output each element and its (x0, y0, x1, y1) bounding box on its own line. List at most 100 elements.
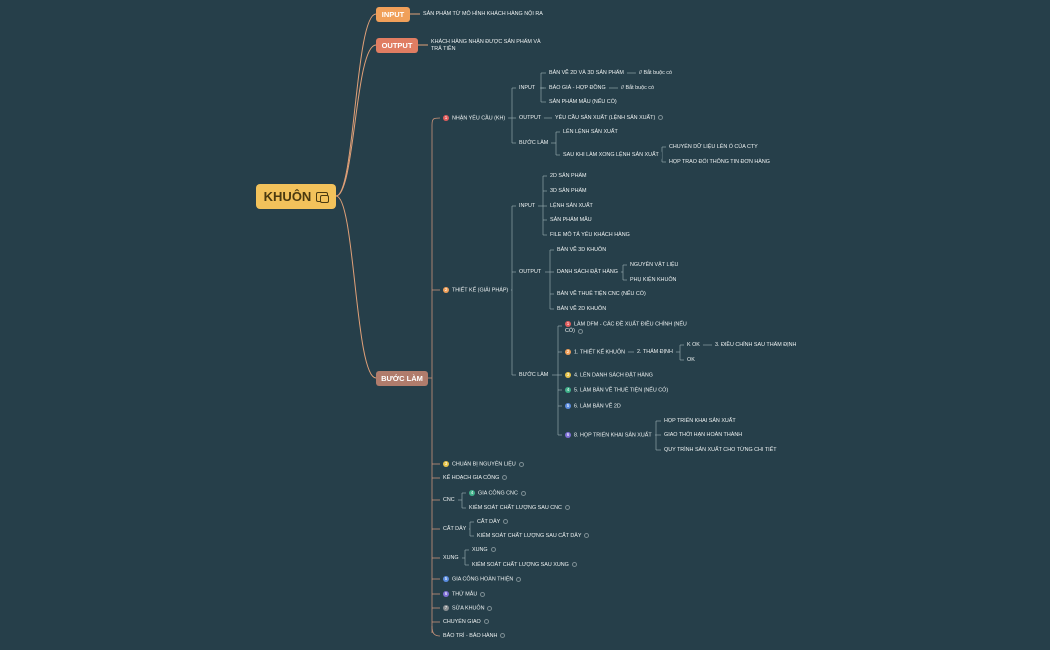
s2-out2a[interactable]: NGUYÊN VẬT LIỆU (627, 261, 682, 270)
collapse-toggle-icon[interactable] (503, 519, 509, 525)
main-input-node[interactable]: INPUT (376, 7, 410, 22)
step-number-badge: 1 (565, 321, 571, 327)
s2-b3-label: 4. LÊN DANH SÁCH ĐẶT HÀNG (574, 372, 653, 379)
s2-out4[interactable]: BẢN VẼ 2D KHUÔN (554, 305, 610, 314)
s2-b6c[interactable]: QUY TRÌNH SẢN XUẤT CHO TỪNG CHI TIẾT (661, 446, 780, 455)
step2-label: THIẾT KẾ (GIẢI PHÁP) (452, 287, 509, 294)
cat-a[interactable]: CẮT DÂY (474, 518, 512, 527)
collapse-toggle-icon[interactable] (516, 576, 522, 582)
s1-out1[interactable]: YÊU CẦU SẢN XUẤT (LỆNH SẢN XUẤT) (552, 114, 667, 123)
collapse-toggle-icon[interactable] (487, 605, 493, 611)
s2-out2b[interactable]: PHỤ KIỆN KHUÔN (627, 276, 680, 285)
s2-out2[interactable]: DANH SÁCH ĐẶT HÀNG (554, 268, 622, 277)
s2-b2a-kok-note[interactable]: 3. ĐIỀU CHỈNH SAU THẨM ĐỊNH (712, 341, 800, 350)
s2-b4-label: 5. LÀM BẢN VẼ THUÊ TIỆN (NẾU CÓ) (574, 387, 669, 394)
xung-a[interactable]: XUNG (469, 546, 499, 555)
s2-in2[interactable]: 3D SẢN PHẨM (547, 187, 590, 196)
xung-b-label: KIỂM SOÁT CHẤT LƯỢNG SAU XUNG (472, 562, 569, 568)
step-number-badge: 3 (443, 461, 449, 467)
step-number-badge: 3 (565, 372, 571, 378)
step8-node[interactable]: CHUYỂN GIAO (440, 618, 492, 627)
s2-output[interactable]: OUTPUT (516, 268, 545, 277)
s2-b6b[interactable]: GIAO THỜI HẠN HOÀN THÀNH (661, 431, 746, 440)
collapse-toggle-icon[interactable] (577, 328, 583, 334)
s2-input[interactable]: INPUT (516, 202, 539, 211)
collapse-toggle-icon[interactable] (518, 461, 524, 467)
step4-node[interactable]: KẾ HOẠCH GIA CÔNG (440, 474, 511, 483)
cnc-b[interactable]: KIỂM SOÁT CHẤT LƯỢNG SAU CNC (466, 504, 573, 513)
s2-in1[interactable]: 2D SẢN PHẨM (547, 172, 590, 181)
collapse-toggle-icon[interactable] (571, 562, 577, 568)
s2-out3[interactable]: BẢN VẼ THUÊ TIỆN CNC (NẾU CÓ) (554, 290, 649, 299)
s2-b1-label: LÀM DFM - CÁC ĐỀ XUẤT ĐIỀU CHỈNH (NẾU CÓ… (565, 321, 687, 335)
collapse-toggle-icon[interactable] (584, 533, 590, 539)
main-steps-node[interactable]: BƯỚC LÀM (376, 371, 428, 386)
s1-in1-note: // Bắt buộc có (636, 69, 675, 78)
step9-node[interactable]: BẢO TRÌ - BẢO HÀNH (440, 632, 509, 641)
s1-st1[interactable]: LÊN LỆNH SẢN XUẤT (560, 128, 621, 137)
s1-output[interactable]: OUTPUT (516, 114, 545, 123)
s1-st2b[interactable]: HỌP TRAO ĐỔI THÔNG TIN ĐƠN HÀNG (666, 158, 773, 167)
collapse-toggle-icon[interactable] (658, 115, 664, 121)
s2-b6a[interactable]: HỌP TRIỂN KHAI SẢN XUẤT (661, 417, 739, 426)
s2-in3[interactable]: LỆNH SẢN XUẤT (547, 202, 596, 211)
collapse-toggle-icon[interactable] (502, 475, 508, 481)
s2-in4[interactable]: SẢN PHẨM MẪU (547, 216, 595, 225)
s1-steps[interactable]: BƯỚC LÀM (516, 139, 552, 148)
s1-st2[interactable]: SAU KHI LÀM XONG LỆNH SẢN XUẤT (560, 151, 662, 160)
s1-in1[interactable]: BẢN VẼ 2D VÀ 3D SẢN PHẨM (546, 69, 627, 78)
s1-st2a[interactable]: CHUYỂN DỮ LIỆU LÊN Ổ CỦA CTY (666, 143, 761, 152)
step-number-badge: 4 (469, 490, 475, 496)
cnc-a-label: GIA CÔNG CNC (478, 490, 518, 497)
step3-label: CHUẨN BỊ NGUYÊN LIỆU (452, 461, 516, 468)
root-label: KHUÔN (263, 189, 312, 204)
collapse-toggle-icon[interactable] (480, 591, 486, 597)
step-number-badge: 7 (443, 605, 449, 611)
s2-in5[interactable]: FILE MÔ TẢ YÊU KHÁCH HÀNG (547, 231, 633, 240)
step7-label: SỬA KHUÔN (452, 605, 485, 612)
collapse-toggle-icon[interactable] (520, 490, 526, 496)
step-number-badge: 6 (565, 432, 571, 438)
cat-b-label: KIỂM SOÁT CHẤT LƯỢNG SAU CẮT DÂY (477, 533, 582, 539)
xung-node[interactable]: XUNG (440, 554, 462, 563)
cat-b[interactable]: KIỂM SOÁT CHẤT LƯỢNG SAU CẮT DÂY (474, 532, 593, 541)
s2-b2a-ok[interactable]: OK (684, 356, 698, 365)
input-note: SẢN PHẨM TỪ MÔ HÌNH KHÁCH HÀNG NỘI RA (420, 10, 546, 19)
step-number-badge: 2 (565, 349, 571, 355)
s2-b2a[interactable]: 2. THẨM ĐỊNH (634, 348, 676, 357)
s2-steps[interactable]: BƯỚC LÀM (516, 371, 552, 380)
cnc-b-label: KIỂM SOÁT CHẤT LƯỢNG SAU CNC (469, 505, 562, 511)
collapse-toggle-icon[interactable] (490, 547, 496, 553)
collapse-toggle-icon[interactable] (483, 619, 489, 625)
s1-in2-note: // Bắt buộc có (618, 84, 657, 93)
collapse-toggle-icon[interactable] (500, 633, 506, 639)
collapse-toggle-icon[interactable] (564, 505, 570, 511)
step-number-badge: 6 (443, 591, 449, 597)
cat-node[interactable]: CẮT DÂY (440, 525, 470, 534)
step-number-badge: 5 (565, 403, 571, 409)
main-output-node[interactable]: OUTPUT (376, 38, 418, 53)
s2-b2a-kok[interactable]: K OK (684, 341, 703, 350)
s2-out1[interactable]: BẢN VẼ 3D KHUÔN (554, 246, 610, 255)
s1-input[interactable]: INPUT (516, 84, 539, 93)
xung-b[interactable]: KIỂM SOÁT CHẤT LƯỢNG SAU XUNG (469, 561, 580, 570)
s1-in3[interactable]: SẢN PHẨM MẪU (NẾU CÓ) (546, 98, 620, 107)
s1-in2[interactable]: BÁO GIÁ - HỢP ĐỒNG (546, 84, 609, 93)
root-node[interactable]: KHUÔN (256, 184, 336, 209)
s2-b2-label: 1. THIẾT KẾ KHUÔN (574, 349, 626, 356)
cnc-node[interactable]: CNC (440, 496, 458, 505)
